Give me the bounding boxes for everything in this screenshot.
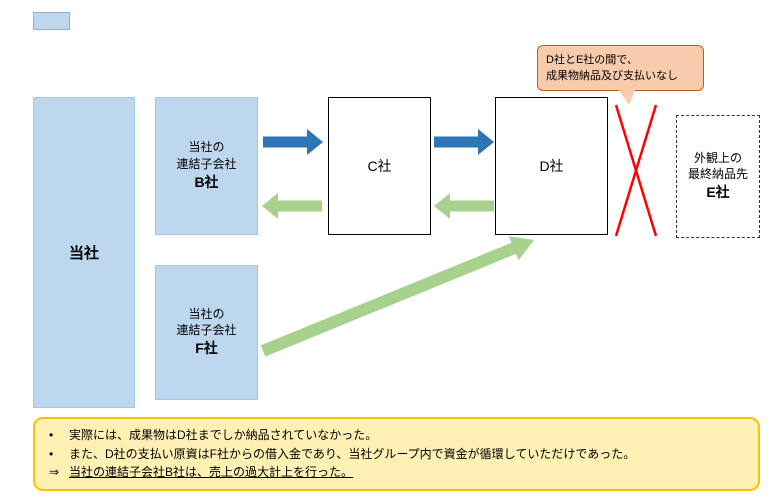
company-c-name: C社	[367, 158, 392, 174]
company-e-line1: 外観上の	[693, 150, 742, 165]
company-e-name: E社	[706, 184, 730, 201]
green-arrow-f-to-d	[260, 236, 534, 357]
green-arrow-d-to-c	[434, 193, 494, 219]
legend-group-swatch	[33, 12, 70, 30]
red-cross-line-1	[614, 104, 658, 237]
box-company: 当社	[33, 97, 135, 408]
company-d-name: D社	[539, 158, 564, 174]
company-e-line2: 最終納品先	[687, 167, 748, 181]
callout-tail	[619, 90, 635, 105]
note-bullet-1-text: 実際には、成果物はD社までしか納品されていなかった。	[69, 428, 378, 442]
note-conclusion: ⇒ 当社の連結子会社B社は、売上の過大計上を行った。	[49, 463, 744, 482]
callout-line1: D社とE社の間で、	[546, 53, 638, 66]
bullet-icon: •	[49, 428, 54, 442]
company-label: 当社	[68, 245, 99, 262]
summary-note-box: • 実際には、成果物はD社までしか納品されていなかった。 • また、D社の支払い…	[33, 417, 760, 491]
subsidiary-f-line1: 当社の	[188, 306, 225, 321]
subsidiary-b-name: B社	[194, 173, 219, 190]
subsidiary-f-line2: 連結子会社	[176, 323, 237, 337]
blue-arrow-c-to-d	[434, 129, 494, 155]
callout-line2: 成果物納品及び支払いなし	[546, 70, 678, 82]
note-bullet-2-text: また、D社の支払い原資はF社からの借入金であり、当社グループ内で資金が循環してい…	[69, 446, 636, 461]
note-bullet-1: • 実際には、成果物はD社までしか納品されていなかった。	[49, 426, 744, 445]
red-cross-line-2	[614, 104, 658, 237]
bullet-icon: •	[49, 446, 54, 461]
double-arrow-icon: ⇒	[49, 465, 60, 480]
note-bullet-2: • また、D社の支払い原資はF社からの借入金であり、当社グループ内で資金が循環し…	[49, 445, 744, 464]
box-subsidiary-f: 当社の 連結子会社 F社	[155, 265, 258, 400]
blue-arrow-b-to-c	[263, 129, 323, 155]
box-company-c: C社	[328, 97, 431, 235]
note-conclusion-text: 当社の連結子会社B社は、売上の過大計上を行った。	[69, 465, 354, 480]
box-company-d: D社	[495, 97, 608, 235]
box-final-delivery-e: 外観上の 最終納品先 E社	[676, 115, 760, 238]
subsidiary-b-line1: 当社の	[188, 140, 225, 155]
subsidiary-b-line2: 連結子会社	[176, 156, 237, 171]
callout-no-delivery-between-d-e: D社とE社の間で、 成果物納品及び支払いなし	[537, 45, 704, 91]
box-subsidiary-b: 当社の 連結子会社 B社	[155, 97, 258, 235]
green-arrow-c-to-b	[262, 193, 322, 219]
subsidiary-f-name: F社	[195, 340, 218, 357]
